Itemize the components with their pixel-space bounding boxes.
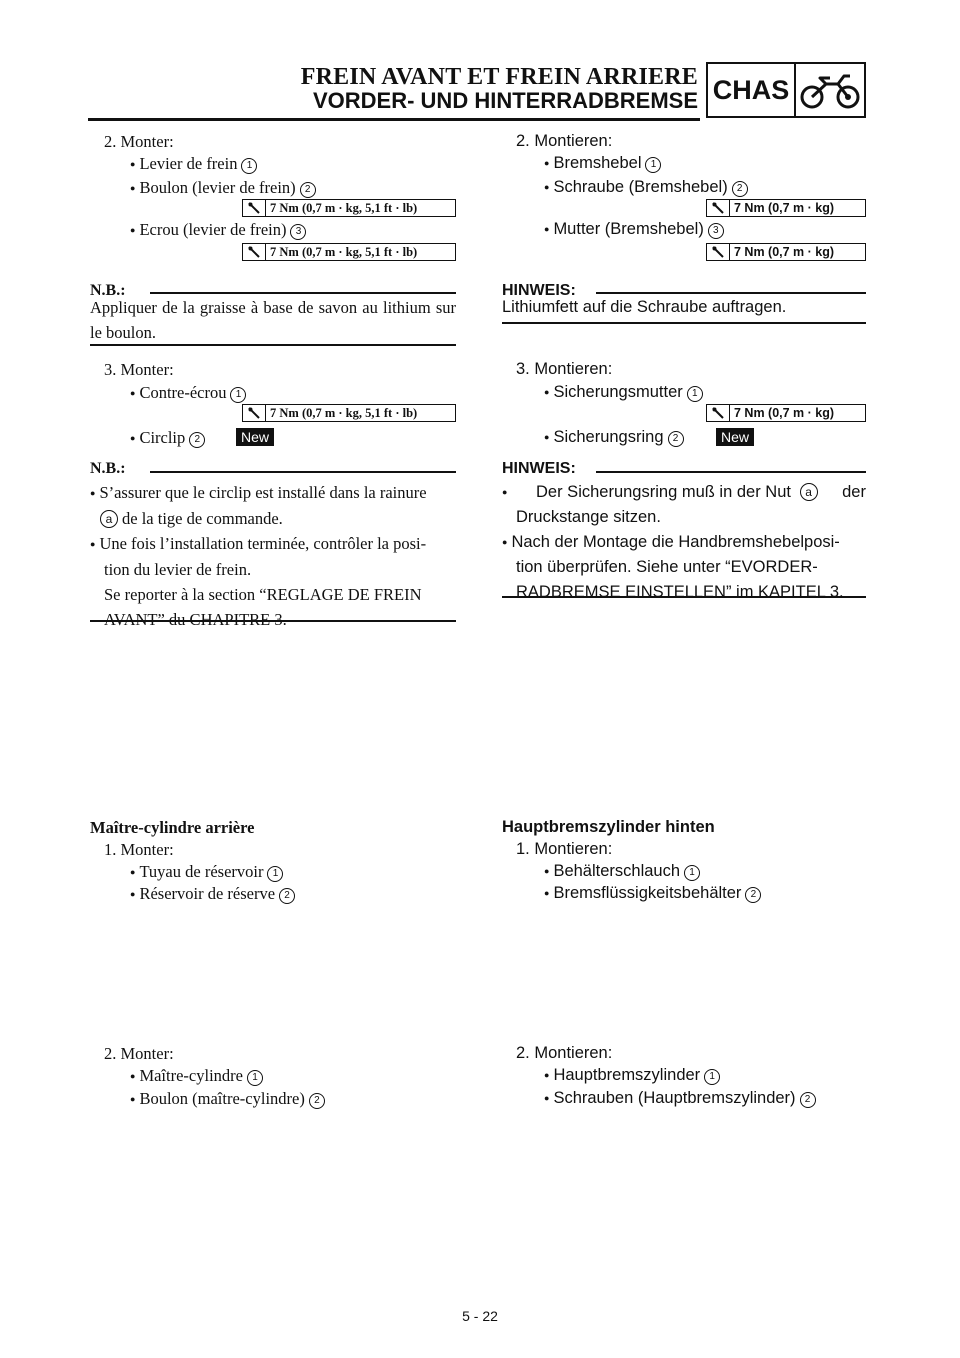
wrench-icon [707,200,730,216]
left-rear-heading: Maître-cylindre arrière [90,818,255,837]
left-nb1-label: N.B.: [90,282,126,299]
new-badge: New [716,428,755,446]
right-rear-heading: Hauptbremszylinder hinten [502,818,715,836]
header-rule [88,118,700,121]
left-torque-spec-1: 7 Nm (0,7 m · kg, 5,1 ft · lb) [242,199,456,217]
new-badge: New [236,428,275,446]
right-torque-spec-3: 7 Nm (0,7 m · kg) [706,404,866,422]
right-hw1-text: Lithiumfett auf die Schraube auftragen. [502,298,787,316]
divider [596,471,866,473]
page-title-de: VORDER- UND HINTERRADBREMSE [312,88,698,113]
left-rear-step2-title: 2. Monter: [104,1044,174,1063]
wrench-icon [707,244,730,260]
left-nb1-text: Appliquer de la graisse à base de savon … [90,298,456,342]
divider [596,292,866,294]
left-step2-item3: Ecrou (levier de frein)3 [130,220,307,240]
wrench-icon [243,200,266,216]
right-rear-step2-title: 2. Montieren: [516,1044,613,1062]
left-rear-step2-item2: Boulon (maître-cylindre)2 [130,1089,325,1109]
right-rear-step2-item2: Schrauben (Hauptbremszylinder)2 [544,1089,816,1108]
right-torque-spec-2: 7 Nm (0,7 m · kg) [706,243,866,261]
divider [502,322,866,324]
wrench-icon [707,405,730,421]
right-step2-item2: Schraube (Bremshebel)2 [544,178,748,197]
motorcycle-icon [796,64,864,116]
right-hw1-label: HINWEIS: [502,282,576,299]
divider [150,471,456,473]
right-hw2-label: HINWEIS: [502,460,576,477]
left-torque-spec-2: 7 Nm (0,7 m · kg, 5,1 ft · lb) [242,243,456,261]
left-torque-spec-3: 7 Nm (0,7 m · kg, 5,1 ft · lb) [242,404,456,422]
right-rear-step1-title: 1. Montieren: [516,840,613,858]
right-torque-spec-1: 7 Nm (0,7 m · kg) [706,199,866,217]
left-rear-step1-title: 1. Monter: [104,840,174,859]
divider [90,620,456,622]
left-step2-item2: Boulon (levier de frein)2 [130,178,316,198]
left-nb2-label: N.B.: [90,460,126,477]
right-step2-title: 2. Montieren: [516,132,613,150]
section-badge: CHAS [706,62,866,118]
left-step3-title: 3. Monter: [104,360,174,379]
page-number: 5 - 22 [462,1308,498,1324]
wrench-icon [243,405,266,421]
page-title-fr: FREIN AVANT ET FREIN ARRIERE [300,64,698,90]
divider [502,596,866,598]
left-nb2-list: S’assurer que le circlip est installé da… [90,480,456,632]
right-step3-title: 3. Montieren: [516,360,613,378]
divider [150,292,456,294]
divider [90,344,456,346]
section-code: CHAS [708,64,796,116]
wrench-icon [243,244,266,260]
right-step2-item3: Mutter (Bremshebel)3 [544,220,724,239]
left-step2-title: 2. Monter: [104,132,174,151]
